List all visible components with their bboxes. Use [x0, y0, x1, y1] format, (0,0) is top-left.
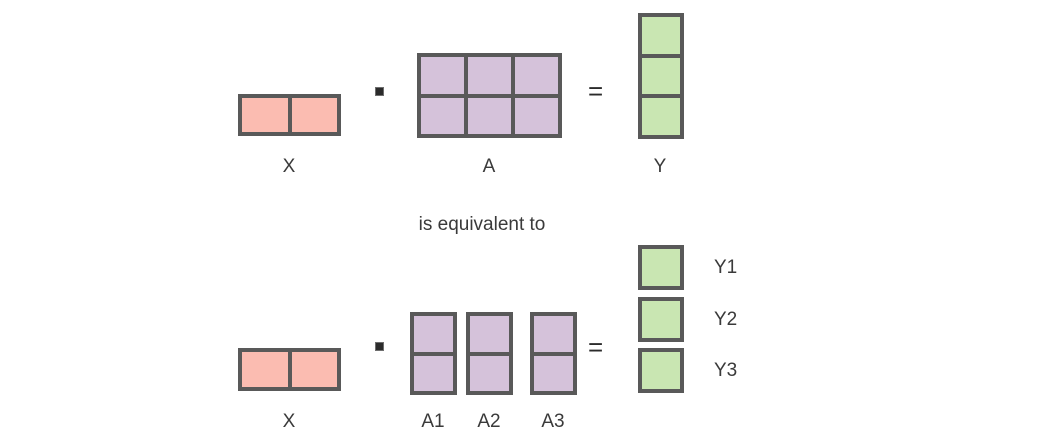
- matrix-cell: [642, 352, 680, 389]
- bottom-a2-block: [466, 312, 513, 395]
- matrix-cell: [421, 97, 464, 134]
- bottom-y2-block-label: Y2: [714, 309, 738, 330]
- top-x-matrix-label: X: [282, 156, 296, 177]
- bottom-y3-block: [638, 348, 684, 393]
- bottom-x-matrix: [238, 348, 341, 391]
- matrix-cell: [470, 316, 509, 352]
- equivalence-text: is equivalent to: [418, 214, 546, 235]
- matrix-cell: [414, 316, 453, 352]
- matrix-cell: [468, 57, 511, 94]
- matrix-cell: [515, 97, 558, 134]
- bottom-a3-block-label: A3: [541, 411, 565, 432]
- bottom-a2-block-label: A2: [477, 411, 501, 432]
- dot-operator-icon: [375, 87, 384, 96]
- matrix-cell: [242, 352, 288, 387]
- dot-operator-icon: [375, 342, 384, 351]
- matrix-cell: [642, 98, 680, 135]
- bottom-y1-block: [638, 245, 684, 290]
- matrix-cell: [642, 17, 680, 54]
- matrix-cell: [515, 57, 558, 94]
- matrix-cell: [534, 316, 573, 352]
- matrix-cell: [470, 355, 509, 391]
- bottom-y2-block: [638, 297, 684, 342]
- bottom-y1-block-label: Y1: [714, 257, 738, 278]
- matrix-cell: [421, 57, 464, 94]
- bottom-y3-block-label: Y3: [714, 360, 738, 381]
- top-a-matrix: [417, 53, 562, 138]
- matrix-cell: [642, 57, 680, 95]
- equals-operator-icon: =: [588, 332, 604, 362]
- top-y-matrix: [638, 13, 684, 139]
- matrix-cell: [642, 301, 680, 338]
- matrix-cell: [468, 97, 511, 134]
- bottom-a1-block: [410, 312, 457, 395]
- bottom-x-matrix-label: X: [282, 411, 296, 432]
- matrix-cell: [242, 98, 288, 132]
- matrix-cell: [291, 352, 337, 387]
- top-y-matrix-label: Y: [653, 156, 667, 177]
- equals-operator-icon: =: [588, 76, 604, 106]
- matrix-cell: [534, 355, 573, 391]
- matrix-cell: [414, 355, 453, 391]
- bottom-a3-block: [530, 312, 577, 395]
- matrix-cell: [642, 249, 680, 286]
- bottom-a1-block-label: A1: [421, 411, 445, 432]
- top-x-matrix: [238, 94, 341, 136]
- top-a-matrix-label: A: [482, 156, 496, 177]
- matrix-cell: [291, 98, 337, 132]
